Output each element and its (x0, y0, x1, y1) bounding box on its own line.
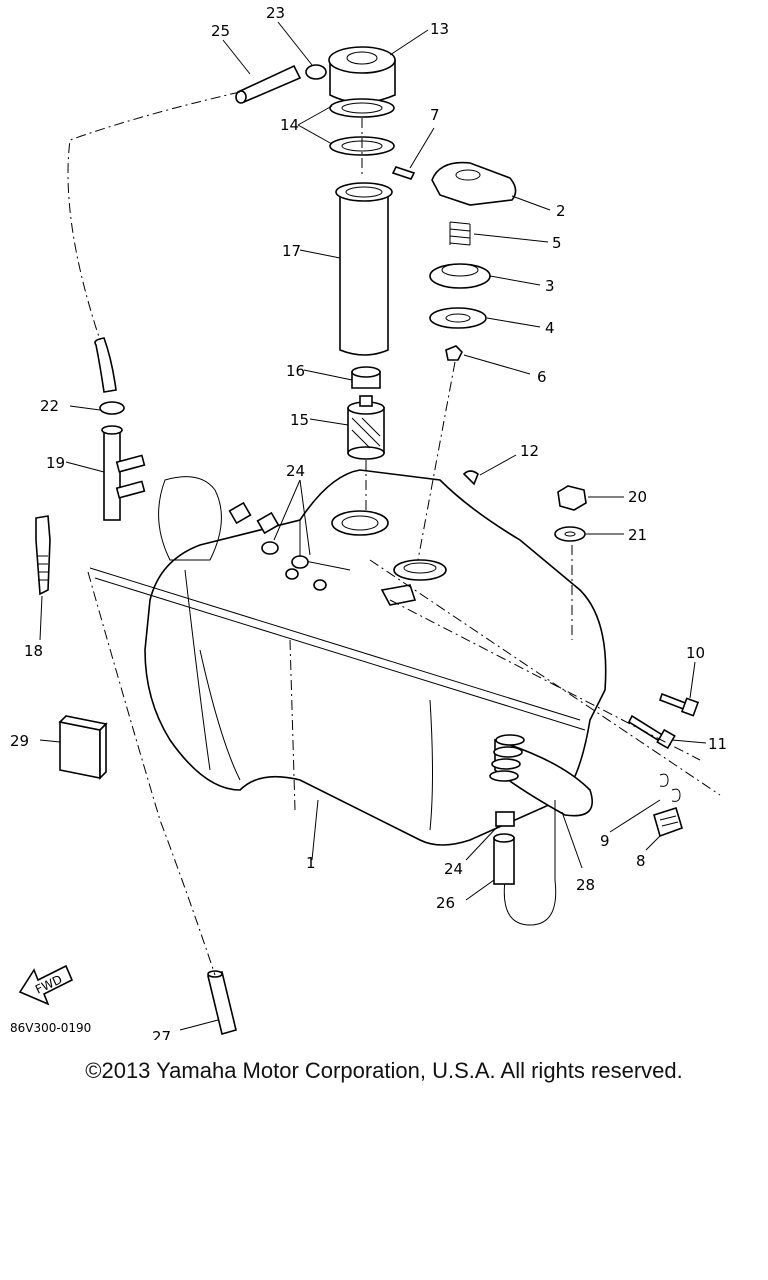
bolt-11-part[interactable] (627, 714, 676, 750)
label-16: 16 (286, 362, 305, 380)
flat-washer-part[interactable] (554, 526, 586, 640)
copyright-notice: ©2013 Yamaha Motor Corporation, U.S.A. A… (85, 1058, 683, 1083)
label-8: 8 (636, 852, 646, 870)
label-19: 19 (46, 454, 65, 472)
label-1: 1 (306, 854, 316, 872)
spring-part[interactable] (449, 221, 471, 246)
label-28: 28 (576, 876, 595, 894)
fuel-tank-part[interactable] (89, 469, 607, 846)
fuel-tank-exploded-diagram: FWD 25 23 13 14 7 2 5 3 4 6 17 16 15 12 … (10, 4, 727, 1040)
label-27: 27 (152, 1028, 171, 1040)
fuel-joint-part[interactable] (101, 425, 146, 521)
label-29: 29 (10, 732, 29, 750)
label-3: 3 (545, 277, 555, 295)
label-22: 22 (40, 397, 59, 415)
label-15: 15 (290, 411, 309, 429)
vent-hose-part[interactable] (94, 337, 117, 393)
spring-clip-part[interactable] (659, 773, 681, 802)
pin-part[interactable] (391, 166, 416, 180)
label-4: 4 (545, 319, 555, 337)
label-2: 2 (556, 202, 566, 220)
fuel-filter-part[interactable] (347, 395, 385, 512)
routing-lines (67, 91, 721, 976)
label-18: 18 (24, 642, 43, 660)
label-26: 26 (436, 894, 455, 912)
label-10: 10 (686, 644, 705, 662)
label-17: 17 (282, 242, 301, 260)
hose-joint-part[interactable] (228, 501, 515, 827)
nut-part[interactable] (417, 345, 463, 561)
band-part[interactable] (35, 515, 51, 596)
fuel-hose-27-part[interactable] (207, 970, 237, 1035)
seat-part[interactable] (429, 263, 491, 289)
label-20: 20 (628, 488, 647, 506)
forward-arrow-icon: FWD (18, 964, 74, 1006)
label-24-bottom: 24 (444, 860, 463, 878)
cap-strap-part[interactable] (305, 64, 327, 80)
label-25: 25 (211, 22, 230, 40)
hose-clamp-part[interactable] (99, 401, 125, 415)
fwd-label: FWD (33, 972, 64, 997)
gasket-part[interactable] (329, 98, 395, 175)
label-12: 12 (520, 442, 539, 460)
cap-housing-part[interactable] (431, 161, 517, 206)
fuel-hose-part[interactable] (489, 734, 593, 926)
washer-part[interactable] (429, 307, 487, 329)
leader-lines (39, 21, 707, 1031)
label-23: 23 (266, 4, 285, 22)
label-24-top: 24 (286, 462, 305, 480)
filler-neck-part[interactable] (335, 182, 393, 356)
drawing-code: 86V300-0190 (10, 1021, 91, 1035)
filler-cap-part[interactable] (328, 46, 396, 104)
label-14: 14 (280, 116, 299, 134)
label-9: 9 (600, 832, 610, 850)
label-11: 11 (708, 735, 727, 753)
pad-part[interactable] (58, 715, 108, 780)
fuel-hose-26-part[interactable] (493, 833, 515, 885)
label-21: 21 (628, 526, 647, 544)
part-number-labels: 25 23 13 14 7 2 5 3 4 6 17 16 15 12 20 2… (10, 4, 727, 1040)
clamp-part[interactable] (351, 366, 381, 389)
bolt-10-part[interactable] (658, 692, 700, 717)
label-13: 13 (430, 20, 449, 38)
cap-nut-part[interactable] (557, 485, 587, 511)
clip-part[interactable] (462, 470, 479, 486)
label-7: 7 (430, 106, 440, 124)
label-5: 5 (552, 234, 562, 252)
label-6: 6 (537, 368, 547, 386)
breather-hose-part[interactable] (235, 64, 302, 104)
bracket-part[interactable] (653, 806, 683, 838)
